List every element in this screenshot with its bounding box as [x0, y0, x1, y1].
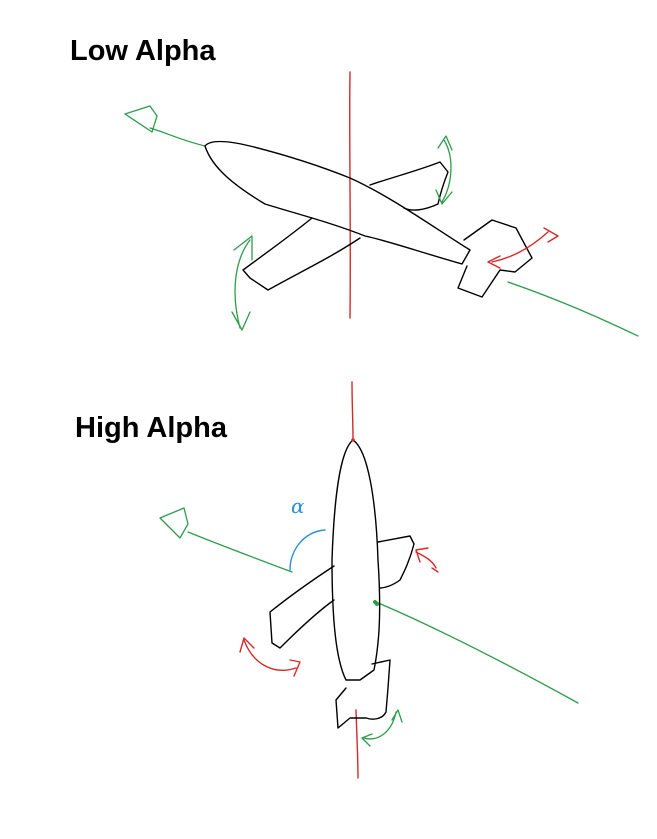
- low-alpha-left-wing: [242, 217, 361, 291]
- high-alpha-right-wing-arrow: [415, 547, 439, 573]
- high-alpha-velocity-arrowhead: [159, 507, 189, 539]
- low-alpha-velocity-arrowhead: [124, 105, 158, 133]
- high-alpha-left-wing-arrow: [239, 637, 301, 677]
- high-alpha-tail: [335, 659, 391, 729]
- low-alpha-vertical-axis: [349, 71, 351, 319]
- high-alpha-contact-dot: [373, 600, 379, 606]
- high-alpha-left-wing: [269, 565, 335, 649]
- low-alpha-title: Low Alpha: [70, 35, 216, 67]
- high-alpha-airplane-fuselage: [331, 439, 381, 681]
- high-alpha-right-wing: [377, 535, 415, 589]
- high-alpha-nose-dot: [351, 438, 355, 442]
- low-alpha-left-wing-arrow: [231, 235, 253, 331]
- alpha-angle-label: α: [291, 494, 305, 518]
- high-alpha-title: High Alpha: [75, 412, 227, 444]
- low-alpha-tail-line: [507, 281, 639, 337]
- high-alpha-diagram: [159, 381, 579, 779]
- low-alpha-tail: [457, 219, 533, 298]
- low-alpha-diagram: [124, 71, 639, 337]
- high-alpha-vertical-axis: [351, 381, 354, 441]
- high-alpha-tail-arrow: [361, 709, 403, 747]
- high-alpha-body-line: [375, 601, 579, 704]
- high-alpha-lower-axis: [355, 709, 359, 779]
- high-alpha-velocity-line: [187, 531, 293, 573]
- low-alpha-airplane-fuselage: [204, 140, 471, 265]
- low-alpha-velocity-line: [149, 127, 206, 147]
- low-alpha-tail-arrow: [487, 227, 559, 269]
- low-alpha-right-wing: [369, 161, 449, 211]
- low-alpha-right-wing-arrow: [435, 135, 453, 205]
- high-alpha-angle-arc: [289, 529, 326, 571]
